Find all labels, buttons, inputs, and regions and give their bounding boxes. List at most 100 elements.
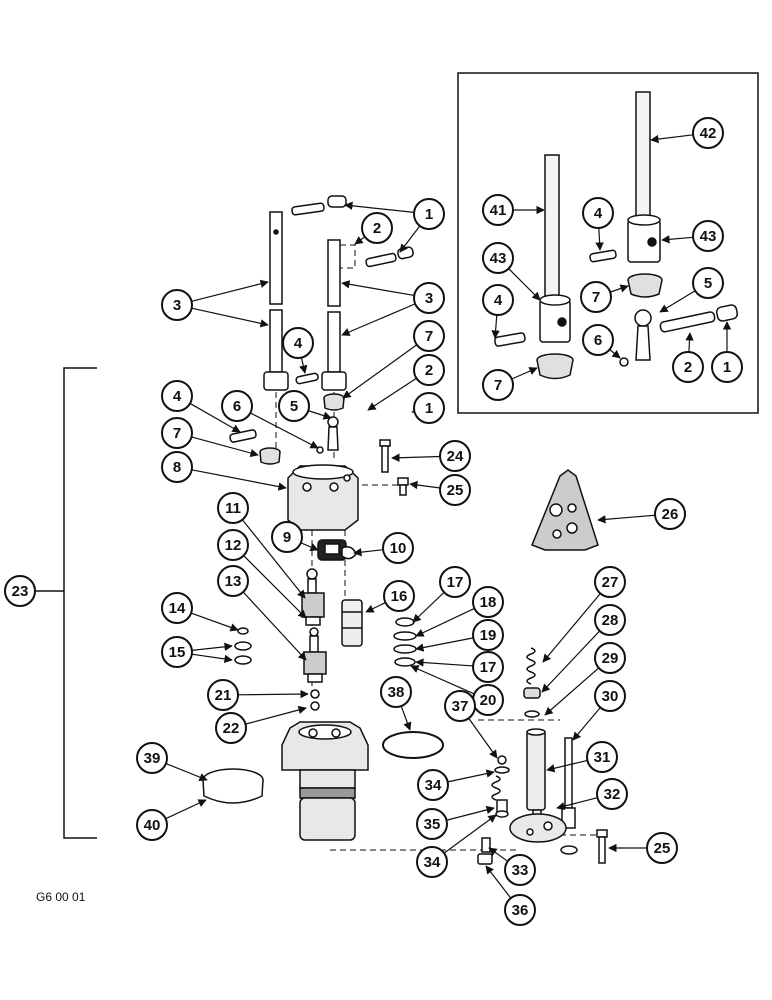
leader-arrow: [250, 412, 319, 449]
callout-number: 27: [602, 574, 619, 591]
callout-number: 31: [594, 749, 611, 766]
seat-7-left: [259, 447, 281, 465]
callout-circle: [594, 566, 626, 598]
inset-pin-4-lower: [494, 332, 526, 347]
callout-14: 14: [161, 592, 193, 624]
leader-arrow: [341, 280, 415, 297]
callout-7: 7: [580, 281, 612, 313]
callout-circle: [472, 586, 504, 618]
leader-arrow: [241, 519, 306, 599]
callout-number: 6: [594, 332, 602, 349]
callout-6: 6: [582, 324, 614, 356]
leader-arrow: [237, 689, 309, 699]
callout-number: 12: [225, 537, 242, 554]
leader-arrow: [365, 602, 386, 613]
callout-number: 30: [602, 688, 619, 705]
callout-circle: [361, 212, 393, 244]
callout-number: 4: [294, 335, 303, 352]
callout-43: 43: [482, 242, 514, 274]
callout-16: 16: [383, 580, 415, 612]
callout-circle: [692, 117, 724, 149]
leader-arrow: [190, 612, 239, 632]
leader-arrow: [542, 593, 601, 663]
callout-circle: [582, 197, 614, 229]
callout-circle: [472, 651, 504, 683]
screw-24: [379, 439, 391, 473]
callout-circle: [380, 676, 412, 708]
pump-body-lower: [281, 721, 369, 841]
ball-valve-5: [327, 416, 339, 451]
callout-10: 10: [382, 532, 414, 564]
leader-arrow: [597, 514, 656, 524]
callout-8: 8: [161, 451, 193, 483]
inset-rod-42: [635, 91, 651, 223]
callout-19: 19: [472, 619, 504, 651]
callout-circle: [4, 575, 36, 607]
callout-number: 41: [490, 202, 507, 219]
callout-number: 22: [223, 720, 240, 737]
callout-number: 7: [592, 289, 600, 306]
leader-arrow: [165, 763, 208, 782]
callout-circle: [439, 566, 471, 598]
callout-circle: [646, 832, 678, 864]
callout-1: 1: [711, 351, 743, 383]
callout-11: 11: [217, 492, 249, 524]
callout-circle: [282, 327, 314, 359]
leader-arrow: [556, 797, 598, 811]
plunger-3-left: [263, 211, 289, 391]
leader-arrow: [391, 453, 441, 462]
callout-number: 23: [12, 583, 29, 600]
callout-circle: [482, 284, 514, 316]
callout-23: 23: [4, 575, 36, 607]
screw-25-lower: [596, 829, 608, 864]
callout-3: 3: [161, 289, 193, 321]
leader-arrow: [685, 332, 694, 353]
callout-circle: [413, 198, 445, 230]
callout-number: 2: [425, 362, 433, 379]
callout-circle: [672, 351, 704, 383]
callout-circle: [161, 417, 193, 449]
callout-4: 4: [161, 380, 193, 412]
leader-arrow: [595, 227, 604, 251]
leader-arrow: [191, 279, 269, 302]
callout-7: 7: [161, 417, 193, 449]
callout-circle: [594, 604, 626, 636]
callout-4: 4: [582, 197, 614, 229]
leader-arrow: [541, 630, 601, 693]
leader-arrow: [399, 225, 421, 253]
plunger-3-right: [321, 239, 347, 391]
inset-frame: [457, 72, 759, 414]
callout-36: 36: [504, 894, 536, 926]
leader-arrow: [508, 268, 541, 301]
callout-number: 39: [144, 750, 161, 767]
part-33-36: [477, 837, 493, 865]
callout-37: 37: [444, 690, 476, 722]
leader-arrow: [354, 236, 366, 245]
callout-number: 1: [425, 400, 433, 417]
figure-code: G6 00 01: [36, 890, 86, 904]
callout-circle: [215, 712, 247, 744]
callout-30: 30: [594, 680, 626, 712]
leader-arrow: [661, 235, 694, 244]
leader-arrow: [367, 377, 417, 411]
oring-38: [382, 731, 444, 759]
callout-18: 18: [472, 586, 504, 618]
callout-7: 7: [482, 369, 514, 401]
callout-number: 4: [594, 205, 603, 222]
leader-arrow: [491, 314, 500, 339]
assembly-bracket-23: [63, 367, 97, 839]
callout-39: 39: [136, 742, 168, 774]
callout-number: 20: [480, 692, 497, 709]
callout-number: 21: [215, 687, 232, 704]
callout-4: 4: [282, 327, 314, 359]
leader-arrow: [191, 653, 233, 664]
leader-arrow: [488, 847, 509, 862]
callout-number: 5: [290, 398, 298, 415]
callout-circle: [439, 440, 471, 472]
rings-17-20: [393, 617, 417, 667]
callout-circle: [594, 680, 626, 712]
cap-1-top: [327, 195, 347, 208]
seat-7-right: [323, 393, 345, 411]
